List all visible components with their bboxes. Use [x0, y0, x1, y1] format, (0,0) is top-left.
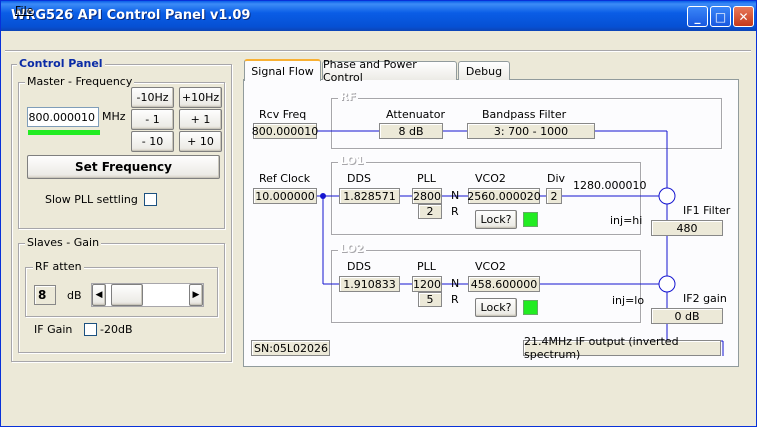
if2-gain-value: 0 dB: [651, 308, 723, 324]
lo1-injection: inj=hi: [610, 214, 643, 227]
rcv-freq-label: Rcv Freq: [259, 108, 307, 121]
lo1-dds-value: 1.828571: [339, 188, 400, 204]
if-output-label: 21.4MHz IF output (inverted spectrum): [523, 335, 721, 361]
lo2-vco-value: 458.600000: [468, 276, 540, 292]
rf-group: [331, 98, 722, 149]
lo2-pll-n-value: 1200: [412, 276, 442, 292]
lo2-pll-label: PLL: [417, 260, 436, 273]
rf-atten-value: 8: [34, 285, 56, 305]
tab-phase-power-control[interactable]: Phase and Power Control: [322, 58, 457, 84]
lo1-vco-value: 2560.000020: [467, 188, 541, 204]
slaves-gain-label: Slaves - Gain: [25, 236, 102, 249]
frequency-input[interactable]: 800.000010: [27, 107, 99, 127]
window-title: WRG526 API Control Panel v1.09: [11, 8, 251, 23]
if-gain-checkbox[interactable]: [84, 323, 97, 336]
ref-clock-value: 10.000000: [253, 188, 317, 204]
rf-atten-label: RF atten: [33, 260, 84, 273]
rf-atten-slider-thumb[interactable]: [111, 284, 144, 306]
ref-junction-dot: [320, 193, 326, 199]
slow-pll-label: Slow PLL settling: [45, 193, 138, 206]
attenuator-label: Attenuator: [386, 108, 445, 121]
lo1-pll-n-value: 2800: [412, 188, 442, 204]
bpf-value: 3: 700 - 1000: [467, 123, 595, 139]
master-frequency-label: Master - Frequency: [25, 75, 135, 88]
rf-atten-scrollbar[interactable]: [91, 283, 204, 307]
serial-number: SN:05L02026: [251, 340, 330, 356]
ref-clock-label: Ref Clock: [259, 172, 311, 185]
lo2-vco-label: VCO2: [475, 260, 506, 273]
maximize-button[interactable]: □: [710, 6, 731, 27]
tab-debug[interactable]: Debug: [458, 61, 510, 80]
lo2-group: [331, 250, 641, 323]
plus-10hz-button[interactable]: +10Hz: [179, 87, 222, 108]
lo1-div-label: Div: [547, 172, 566, 185]
minus-10hz-button[interactable]: -10Hz: [131, 87, 174, 108]
lo1-pll-label: PLL: [417, 172, 436, 185]
lo1-r-label: R: [451, 205, 459, 218]
minus-1-button[interactable]: - 1: [131, 109, 174, 130]
if1-filter-value: 480: [651, 220, 723, 236]
menu-file[interactable]: File: [15, 4, 33, 17]
rcv-freq-value: 800.000010: [251, 123, 319, 139]
rf-group-label: RF: [338, 90, 358, 103]
mixer2-icon: [658, 275, 676, 293]
if-gain-option-label: -20dB: [100, 323, 133, 336]
tab-signal-flow[interactable]: Signal Flow: [244, 59, 321, 81]
minimize-button[interactable]: _: [687, 6, 708, 27]
lo1-n-label: N: [451, 189, 460, 202]
bpf-label: Bandpass Filter: [482, 108, 567, 121]
slaves-gain-group: [18, 243, 225, 353]
lo1-vco-label: VCO2: [475, 172, 506, 185]
scroll-left-arrow-icon[interactable]: ◀: [92, 284, 106, 306]
plus-1-button[interactable]: + 1: [179, 109, 222, 130]
plus-10-button[interactable]: + 10: [179, 131, 222, 152]
frequency-status-bar: [28, 130, 100, 135]
lo1-lock-indicator: [523, 212, 538, 227]
lo2-n-label: N: [451, 277, 460, 290]
lo2-pll-r-value: 5: [418, 292, 442, 307]
if2-gain-label: IF2 gain: [683, 292, 727, 305]
if1-filter-label: IF1 Filter: [683, 204, 731, 217]
close-button[interactable]: ✕: [733, 6, 754, 27]
menu-separator: [5, 50, 751, 52]
lo1-lock-button[interactable]: Lock?: [475, 210, 517, 229]
lo1-out-freq: 1280.000010: [573, 179, 647, 192]
rf-atten-group: [25, 267, 218, 317]
lo2-lock-button[interactable]: Lock?: [475, 298, 517, 317]
scroll-right-arrow-icon[interactable]: ▶: [189, 284, 203, 306]
lo1-div-value: 2: [546, 188, 562, 204]
lo2-injection: inj=lo: [612, 294, 645, 307]
rf-atten-unit: dB: [67, 289, 82, 302]
slow-pll-checkbox[interactable]: [144, 193, 157, 206]
mixer1-icon: [658, 187, 676, 205]
menu-file-label: File: [15, 4, 34, 17]
lo2-r-label: R: [451, 293, 459, 306]
frequency-unit: MHz: [102, 110, 126, 123]
lo2-dds-label: DDS: [347, 260, 371, 273]
if-gain-label: IF Gain: [34, 323, 73, 336]
lo2-lock-indicator: [523, 300, 538, 315]
lo2-dds-value: 1.910833: [339, 276, 400, 292]
title-bar[interactable]: [1, 1, 756, 31]
lo1-group: [331, 162, 641, 235]
minus-10-button[interactable]: - 10: [131, 131, 174, 152]
lo2-group-label: LO2: [338, 242, 366, 255]
control-panel-group: [11, 64, 232, 362]
lo1-group-label: LO1: [338, 154, 366, 167]
lo1-pll-r-value: 2: [418, 204, 442, 219]
lo1-dds-label: DDS: [347, 172, 371, 185]
set-frequency-button[interactable]: Set Frequency: [27, 155, 220, 179]
attenuator-value: 8 dB: [379, 123, 443, 139]
control-panel-title: Control Panel: [17, 57, 105, 70]
